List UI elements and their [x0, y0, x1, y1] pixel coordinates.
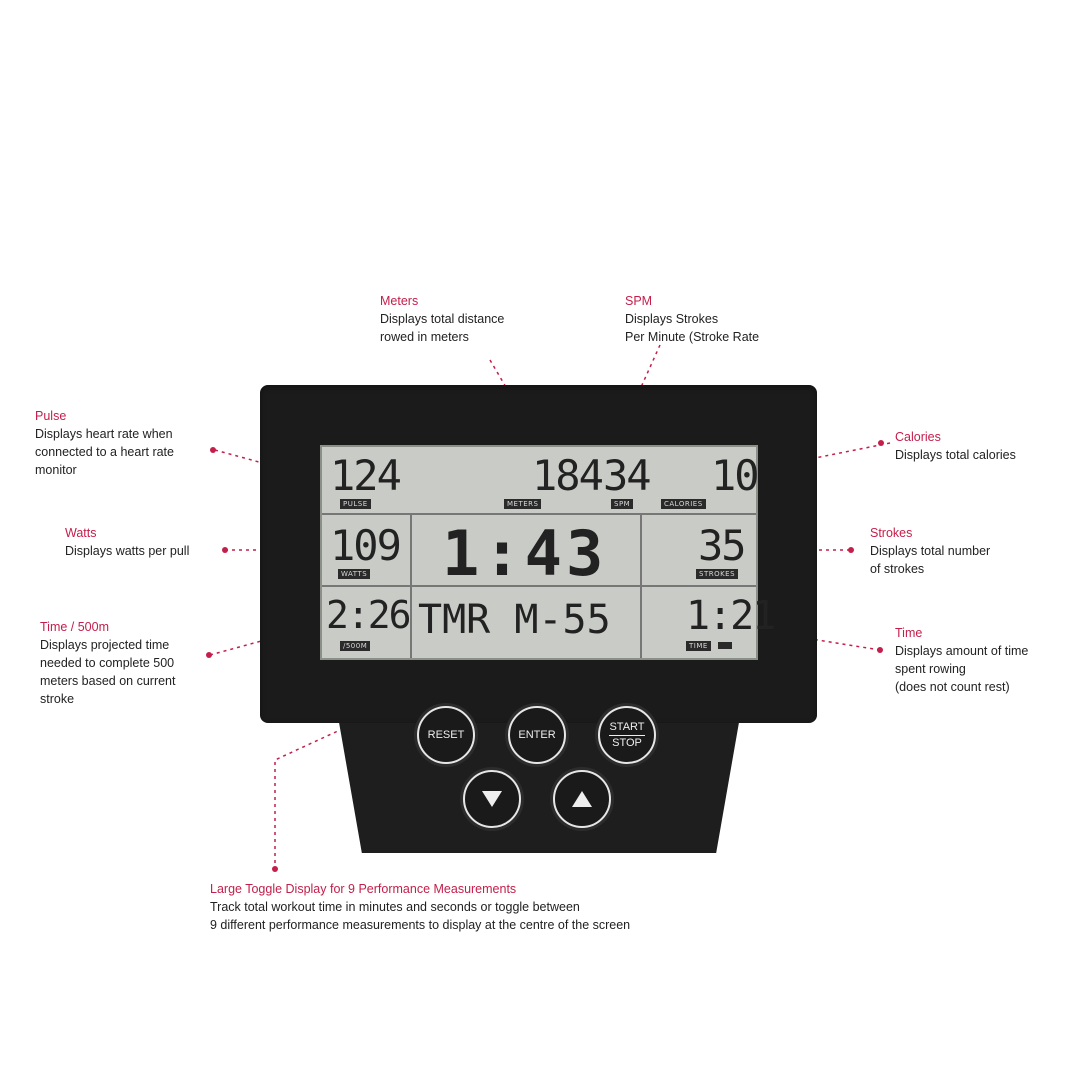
main-value: 1:43 [442, 517, 608, 590]
callout-title: Watts [65, 526, 97, 540]
marker-dot [848, 547, 854, 553]
pulse-value: 124 [330, 451, 402, 500]
callout-pulse: Pulse Displays heart rate when connected… [35, 407, 174, 479]
callout-desc: Displays total calories [895, 448, 1016, 462]
callout-time500: Time / 500m Displays projected time need… [40, 618, 176, 708]
calories-tag: CALORIES [661, 499, 706, 509]
triangle-down-icon [482, 791, 502, 807]
time-value: 1:21 [686, 593, 776, 639]
callout-desc: Displays heart rate when connected to a … [35, 427, 174, 477]
lcd-divider [640, 515, 642, 658]
callout-strokes: Strokes Displays total number of strokes [870, 524, 990, 578]
enter-label: ENTER [518, 728, 556, 741]
callout-desc: Displays watts per pull [65, 544, 190, 558]
strokes-value: 35 [698, 521, 747, 570]
lcd-watts: 109 WATTS [322, 515, 410, 585]
time-tag: TIME [686, 641, 711, 651]
callout-desc: Displays total number of strokes [870, 544, 991, 576]
callout-title: Calories [895, 430, 941, 444]
strokes-tag: STROKES [696, 569, 739, 579]
start-label: START [609, 721, 645, 736]
callout-title: Meters [380, 294, 419, 308]
callout-desc: Displays Strokes Per Minute (Stroke Rate [625, 312, 760, 344]
callout-desc: Displays amount of time spent rowing (do… [895, 644, 1029, 694]
callout-desc: Track total workout time in minutes and … [210, 900, 631, 932]
callout-toggle: Large Toggle Display for 9 Performance M… [210, 880, 630, 934]
up-button[interactable] [553, 770, 611, 828]
pulse-tag: PULSE [340, 499, 371, 509]
lcd-meters: 184 METERS [492, 447, 604, 513]
spm-tag: SPM [611, 499, 634, 509]
marker-dot [210, 447, 216, 453]
callout-spm: SPM Displays Strokes Per Minute (Stroke … [625, 292, 759, 346]
watts-tag: WATTS [338, 569, 371, 579]
marker-dot [206, 652, 212, 658]
lcd-time500: 2:26 /500M [322, 587, 412, 657]
callout-calories: Calories Displays total calories [895, 428, 1016, 464]
mode-value: TMR M-55 [418, 597, 611, 643]
callout-title: Time / 500m [40, 620, 110, 634]
triangle-up-icon [572, 791, 592, 807]
lcd-main-display: 1:43 [412, 515, 640, 590]
calories-value: 10 [711, 451, 760, 500]
lcd-screen: 124 PULSE 184 METERS 34 SPM 10 CALORIES … [320, 445, 776, 660]
callout-title: Strokes [870, 526, 913, 540]
marker-dot [878, 440, 884, 446]
lcd-mode: TMR M-55 [412, 587, 640, 657]
callout-watts: Watts Displays watts per pull [65, 524, 189, 560]
lcd-divider [322, 585, 756, 587]
marker-dot [222, 547, 228, 553]
meters-value: 184 [532, 451, 604, 500]
lcd-strokes: 35 STROKES [642, 515, 756, 585]
lcd-time: 1:21 TIME [642, 587, 776, 657]
reset-button[interactable]: RESET [417, 706, 475, 764]
down-button[interactable] [463, 770, 521, 828]
callout-title: SPM [625, 294, 653, 308]
time500-tag: /500M [340, 641, 371, 651]
callout-title: Pulse [35, 409, 67, 423]
lcd-divider [322, 513, 756, 515]
lcd-divider [410, 515, 412, 658]
callout-desc: Displays total distance rowed in meters [380, 312, 505, 344]
marker-dot [272, 866, 278, 872]
time500-value: 2:26 [326, 593, 412, 637]
callout-title: Time [895, 626, 923, 640]
lcd-pulse: 124 PULSE [322, 447, 422, 513]
lcd-calories: 10 CALORIES [657, 447, 760, 513]
enter-button[interactable]: ENTER [508, 706, 566, 764]
callout-desc: Displays projected time needed to comple… [40, 638, 176, 706]
start-stop-button[interactable]: START STOP [598, 706, 656, 764]
watts-value: 109 [330, 521, 402, 570]
callout-meters: Meters Displays total distance rowed in … [380, 292, 504, 346]
marker-dot [877, 647, 883, 653]
callout-time: Time Displays amount of time spent rowin… [895, 624, 1028, 696]
callout-title: Large Toggle Display for 9 Performance M… [210, 882, 517, 896]
stop-label: STOP [612, 736, 642, 749]
meters-tag: METERS [504, 499, 542, 509]
battery-icon [718, 642, 732, 649]
lcd-spm: 34 SPM [597, 447, 657, 513]
spm-value: 34 [603, 451, 652, 500]
reset-label: RESET [427, 728, 465, 741]
